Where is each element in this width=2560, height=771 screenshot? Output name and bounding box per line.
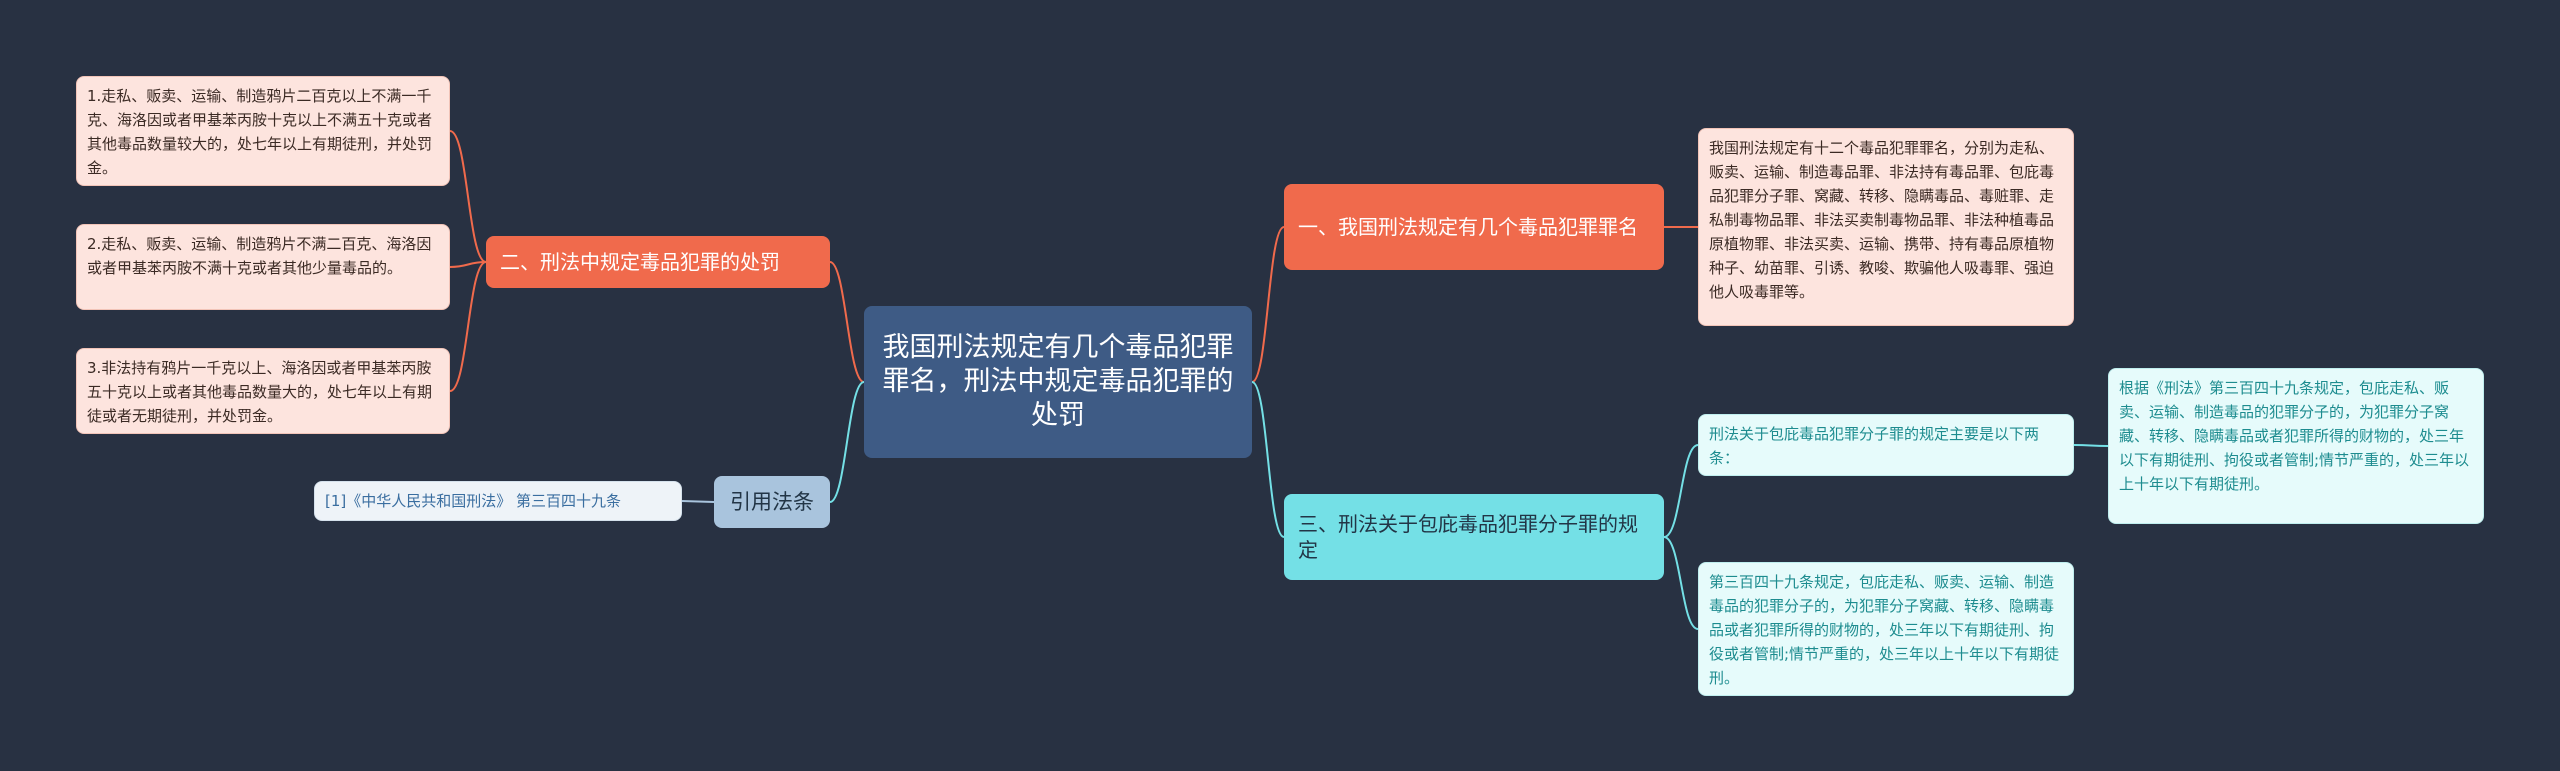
branch-harboring-crime[interactable]: 三、刑法关于包庇毒品犯罪分子罪的规定 [1284, 494, 1664, 580]
branch-crime-names-text: 一、我国刑法规定有几个毒品犯罪罪名 [1298, 215, 1638, 239]
leaf-punishment-1-text: 1.走私、贩卖、运输、制造鸦片二百克以上不满一千克、海洛因或者甲基苯丙胺十克以上… [87, 87, 433, 177]
leaf-punishment-2[interactable]: 2.走私、贩卖、运输、制造鸦片不满二百克、海洛因或者甲基苯丙胺不满十克或者其他少… [76, 224, 450, 310]
branch-harboring-crime-text: 三、刑法关于包庇毒品犯罪分子罪的规定 [1298, 512, 1638, 562]
leaf-article-349-detail-text: 根据《刑法》第三百四十九条规定，包庇走私、贩卖、运输、制造毒品的犯罪分子的，为犯… [2119, 379, 2470, 493]
link-root-b2 [829, 261, 865, 383]
link-root-ref [829, 381, 865, 503]
link-b3-leaf2 [1663, 536, 1699, 630]
branch-punishment-text: 二、刑法中规定毒品犯罪的处罚 [500, 250, 780, 274]
link-b2-leaf1 [449, 130, 487, 263]
leaf-harboring-intro[interactable]: 刑法关于包庇毒品犯罪分子罪的规定主要是以下两条： [1698, 414, 2074, 476]
link-b2-leaf3 [449, 261, 487, 392]
branch-punishment[interactable]: 二、刑法中规定毒品犯罪的处罚 [486, 236, 830, 288]
link-b3-leaf1 [1663, 444, 1699, 538]
leaf-article-349-text: 第三百四十九条规定，包庇走私、贩卖、运输、制造毒品的犯罪分子的，为犯罪分子窝藏、… [1709, 573, 2060, 687]
root-topic-text: 我国刑法规定有几个毒品犯罪罪名，刑法中规定毒品犯罪的处罚 [882, 332, 1234, 431]
leaf-crime-names-list[interactable]: 我国刑法规定有十二个毒品犯罪罪名，分别为走私、贩卖、运输、制造毒品罪、非法持有毒… [1698, 128, 2074, 326]
leaf-harboring-intro-text: 刑法关于包庇毒品犯罪分子罪的规定主要是以下两条： [1709, 425, 2040, 467]
leaf-article-349[interactable]: 第三百四十九条规定，包庇走私、贩卖、运输、制造毒品的犯罪分子的，为犯罪分子窝藏、… [1698, 562, 2074, 696]
leaf-crime-names-list-text: 我国刑法规定有十二个毒品犯罪罪名，分别为走私、贩卖、运输、制造毒品罪、非法持有毒… [1709, 139, 2055, 301]
leaf-article-349-detail[interactable]: 根据《刑法》第三百四十九条规定，包庇走私、贩卖、运输、制造毒品的犯罪分子的，为犯… [2108, 368, 2484, 524]
branch-crime-names[interactable]: 一、我国刑法规定有几个毒品犯罪罪名 [1284, 184, 1664, 270]
leaf-reference-law-text: [1]《中华人民共和国刑法》 第三百四十九条 [325, 492, 622, 510]
link-root-b1 [1251, 226, 1285, 383]
leaf-punishment-3-text: 3.非法持有鸦片一千克以上、海洛因或者甲基苯丙胺五十克以上或者其他毒品数量大的，… [87, 359, 433, 425]
link-root-b3 [1251, 381, 1285, 538]
link-ref-leaf [681, 500, 715, 503]
leaf-punishment-3[interactable]: 3.非法持有鸦片一千克以上、海洛因或者甲基苯丙胺五十克以上或者其他毒品数量大的，… [76, 348, 450, 434]
branch-references[interactable]: 引用法条 [714, 476, 830, 528]
link-c1-d1 [2073, 444, 2109, 447]
leaf-reference-law[interactable]: [1]《中华人民共和国刑法》 第三百四十九条 [314, 481, 682, 521]
root-topic[interactable]: 我国刑法规定有几个毒品犯罪罪名，刑法中规定毒品犯罪的处罚 [864, 306, 1252, 458]
leaf-punishment-2-text: 2.走私、贩卖、运输、制造鸦片不满二百克、海洛因或者甲基苯丙胺不满十克或者其他少… [87, 235, 432, 277]
link-b2-leaf2 [449, 261, 487, 268]
leaf-punishment-1[interactable]: 1.走私、贩卖、运输、制造鸦片二百克以上不满一千克、海洛因或者甲基苯丙胺十克以上… [76, 76, 450, 186]
branch-references-text: 引用法条 [730, 490, 814, 514]
